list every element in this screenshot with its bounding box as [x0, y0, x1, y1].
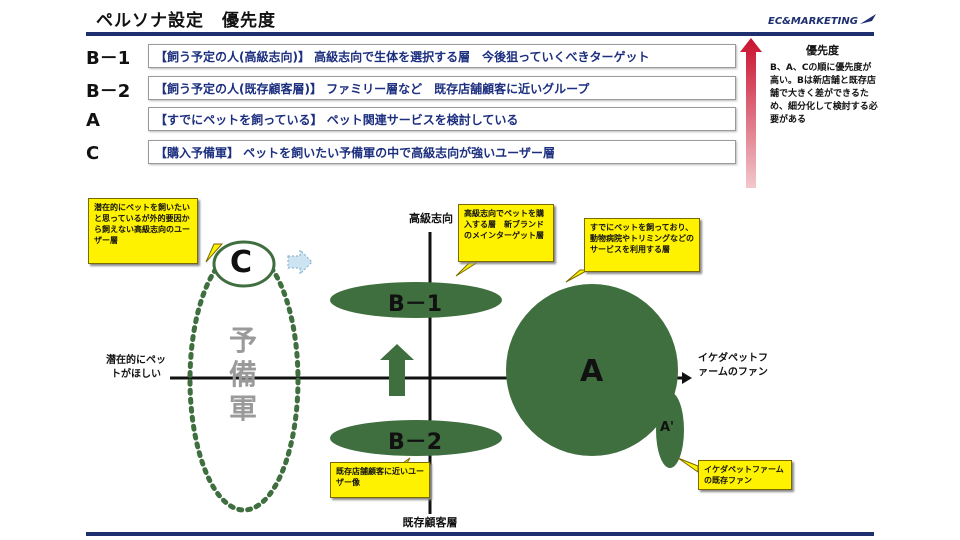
- b1-ellipse: [330, 282, 502, 318]
- callout-b2: 既存店舗顧客に近いユーザー像: [330, 462, 430, 498]
- up-arrow-icon: [380, 344, 414, 396]
- callout-aprime-pointer: [677, 457, 699, 473]
- header-rule: [86, 32, 874, 36]
- callout-c-pointer: [205, 243, 224, 263]
- axis-label-bottom: 既存顧客層: [402, 516, 458, 529]
- segment-label-c: C: [230, 245, 253, 280]
- axis-label-top: 高級志向: [409, 212, 453, 225]
- c-move-arrow-icon: [287, 248, 313, 276]
- row-desc-c: 【購入予備軍】 ペットを飼いたい予備軍の中で高級志向が強いユーザー層: [148, 140, 736, 164]
- page-title: ペルソナ設定 優先度: [96, 11, 276, 31]
- logo-swoosh-icon: [860, 14, 876, 24]
- row-code-c: C: [86, 143, 100, 164]
- callout-a-prime: イケダペットファームの既存ファン: [698, 460, 792, 490]
- right-arrow-icon: [682, 372, 692, 384]
- row-desc-b1: 【飼う予定の人(高級志向)】 高級志向で生体を選択する層 今後狙っていくべきター…: [148, 44, 736, 68]
- row-code-a: A: [86, 110, 100, 131]
- axis-label-right: イケダペットファームのファン: [698, 353, 768, 378]
- priority-arrow-icon: [740, 38, 762, 188]
- footer-rule: [86, 532, 874, 536]
- a-prime-ellipse: [656, 392, 684, 468]
- priority-note: B、A、Cの順に優先度が高い。Bは新店舗と既存店舗で大きく差ができるため、細分化…: [770, 63, 878, 125]
- callout-b1-pointer: [455, 261, 480, 277]
- callout-c: 潜在的にペットを飼いたいと思っているが外的要因から飼えない高級志向のユーザー層: [88, 198, 198, 264]
- row-desc-a: 【すでにペットを飼っている】 ペット関連サービスを検討している: [148, 107, 736, 131]
- segment-label-a: A: [580, 354, 604, 389]
- row-code-b1: B－1: [86, 48, 131, 69]
- c-circle: [212, 240, 276, 288]
- axis-label-left: 潜在的にペットがほしい: [106, 355, 166, 380]
- segment-label-a-prime: A': [660, 420, 675, 435]
- row-code-b2: B－2: [86, 81, 131, 102]
- segment-label-b2: B－2: [388, 430, 443, 455]
- priority-title: 優先度: [806, 44, 839, 57]
- company-logo: EC&MARKETING: [768, 16, 858, 27]
- segment-label-reserve: 予備軍: [228, 324, 257, 425]
- b2-ellipse: [330, 420, 502, 456]
- segment-label-b1: B－1: [388, 292, 443, 317]
- row-desc-b2: 【飼う予定の人(既存顧客層)】 ファミリー層など 既存店舗顧客に近いグループ: [148, 76, 736, 100]
- a-circle: [506, 284, 678, 456]
- callout-a: すでにペットを飼っており、動物病院やトリミングなどのサービスを利用する層: [584, 218, 700, 272]
- callout-b1: 高級志向でペットを購入する層 新ブランドのメインターゲット層: [458, 204, 554, 262]
